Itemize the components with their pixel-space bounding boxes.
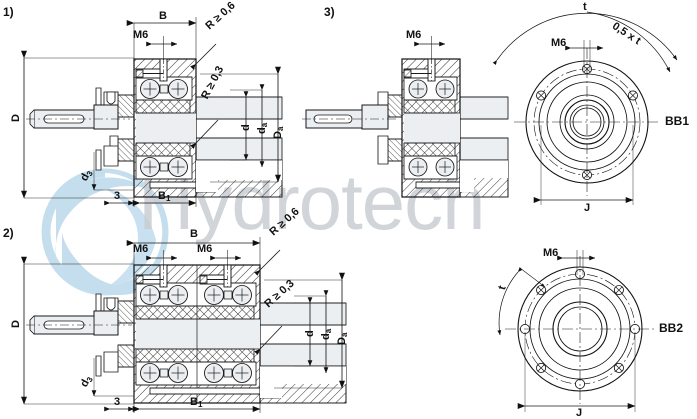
view-2-number: 2) bbox=[3, 226, 14, 240]
view-2-dim-B: B bbox=[190, 228, 198, 240]
bearing-ball bbox=[168, 363, 188, 383]
view-1-label-M6: M6 bbox=[133, 29, 149, 41]
view-2-dim-da: da bbox=[320, 328, 333, 340]
view-2-dim-d: d bbox=[304, 330, 316, 337]
view-1-dim-d: d bbox=[240, 124, 252, 131]
view-3-number: 3) bbox=[324, 5, 335, 19]
bolt-hole bbox=[613, 285, 624, 296]
bearing-ball bbox=[140, 79, 160, 99]
view-2-label-M6-right: M6 bbox=[197, 243, 213, 255]
view-1-section bbox=[21, 17, 283, 207]
bearing-ball bbox=[140, 285, 160, 305]
view-2-dim-B1: B1 bbox=[190, 396, 203, 409]
bearing-ball bbox=[435, 79, 455, 99]
bearing-ball bbox=[408, 79, 428, 99]
bearing-ball bbox=[168, 79, 188, 99]
bb1-label-M6: M6 bbox=[551, 37, 567, 49]
bolt-hole bbox=[536, 285, 547, 296]
view-1-dim-B: B bbox=[159, 10, 167, 22]
bb2-view-name: BB2 bbox=[659, 321, 684, 335]
view-2-dim-3: 3 bbox=[114, 396, 121, 408]
bearing-ball bbox=[408, 157, 428, 177]
view-1-dim-D: D bbox=[10, 114, 22, 122]
view-3-section bbox=[302, 36, 509, 198]
bb2-label-J: J bbox=[576, 407, 583, 419]
view-1-dim-Da: Da bbox=[272, 126, 285, 139]
view-2-label-M6-left: M6 bbox=[133, 243, 149, 255]
view-1-dim-3: 3 bbox=[114, 190, 121, 202]
bb1-label-t: t bbox=[583, 1, 587, 13]
bearing-ball bbox=[168, 285, 188, 305]
view-1-number: 1) bbox=[3, 5, 14, 19]
view-1-dim-da: da bbox=[256, 122, 269, 134]
bearing-ball bbox=[204, 285, 224, 305]
bb1-front-view bbox=[492, 11, 678, 205]
view-2-dim-D: D bbox=[10, 320, 22, 328]
bearing-ball bbox=[232, 363, 252, 383]
view-2-dim-Da: Da bbox=[336, 332, 349, 345]
bearing-ball bbox=[168, 157, 188, 177]
bolt-hole bbox=[613, 362, 624, 373]
bolt-hole bbox=[536, 362, 547, 373]
view-2-section bbox=[21, 237, 347, 413]
bearing-ball bbox=[232, 285, 252, 305]
view-1-dim-B1: B1 bbox=[158, 190, 171, 203]
bb1-view-name: BB1 bbox=[665, 114, 690, 128]
bearing-ball bbox=[140, 157, 160, 177]
bolt-hole bbox=[627, 90, 638, 101]
bearing-ball bbox=[204, 363, 224, 383]
bb1-label-J: J bbox=[584, 202, 591, 214]
bb2-label-M6: M6 bbox=[543, 247, 559, 259]
bb2-front-view bbox=[497, 250, 655, 412]
bearing-ball bbox=[435, 157, 455, 177]
bolt-hole bbox=[536, 90, 547, 101]
view-3-label-M6: M6 bbox=[406, 29, 422, 41]
bearing-ball bbox=[140, 363, 160, 383]
